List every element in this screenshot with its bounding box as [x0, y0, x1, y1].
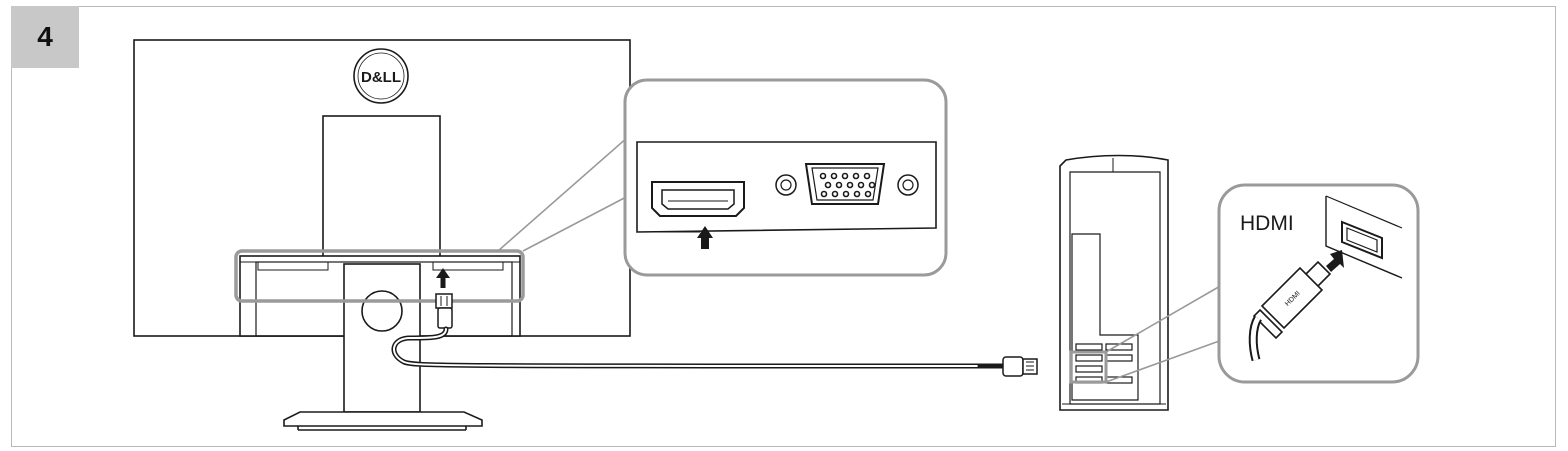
vga-screw-left	[775, 174, 797, 196]
monitor-ports-inset	[623, 78, 948, 277]
monitor-port-arrow-icon	[436, 268, 450, 278]
dell-logo-text: D&LL	[361, 69, 401, 86]
hdmi-label: HDMI	[1240, 212, 1294, 235]
inset-port-arrow-icon	[697, 226, 713, 249]
inset-hdmi-plug: HDMI	[1248, 260, 1332, 362]
step-number-badge: 4	[11, 6, 79, 68]
monitor: D&LL	[133, 39, 631, 431]
stand-base	[283, 411, 483, 427]
tower-port-callout-box	[1069, 350, 1108, 384]
callout-line-bottom	[522, 194, 631, 252]
inset-hdmi-port	[651, 181, 745, 217]
inset-vga-port	[804, 163, 886, 205]
tower-hdmi-port	[1075, 365, 1103, 373]
hdmi-cable	[391, 326, 1007, 369]
tower-callout-line-bottom	[1105, 339, 1223, 383]
dell-logo	[353, 48, 409, 104]
computer-end-hdmi-plug	[1002, 356, 1038, 377]
monitor-hdmi-port	[432, 261, 504, 271]
cable-management-hole	[361, 290, 403, 332]
stand-neck	[322, 115, 441, 263]
inset-computer-hdmi-port	[1341, 220, 1383, 260]
callout-line-top	[497, 128, 638, 252]
port-callout-box	[234, 249, 525, 303]
monitor-hdmi-plug	[435, 293, 453, 329]
inset-port-panel	[636, 141, 937, 233]
vga-screw-right	[897, 174, 919, 196]
computer-hdmi-inset: HDMI HDMI	[1217, 183, 1420, 384]
tower-callout-line-top	[1105, 284, 1223, 353]
computer-tower	[1059, 154, 1169, 411]
inset-computer-arrow-icon	[1326, 250, 1344, 272]
